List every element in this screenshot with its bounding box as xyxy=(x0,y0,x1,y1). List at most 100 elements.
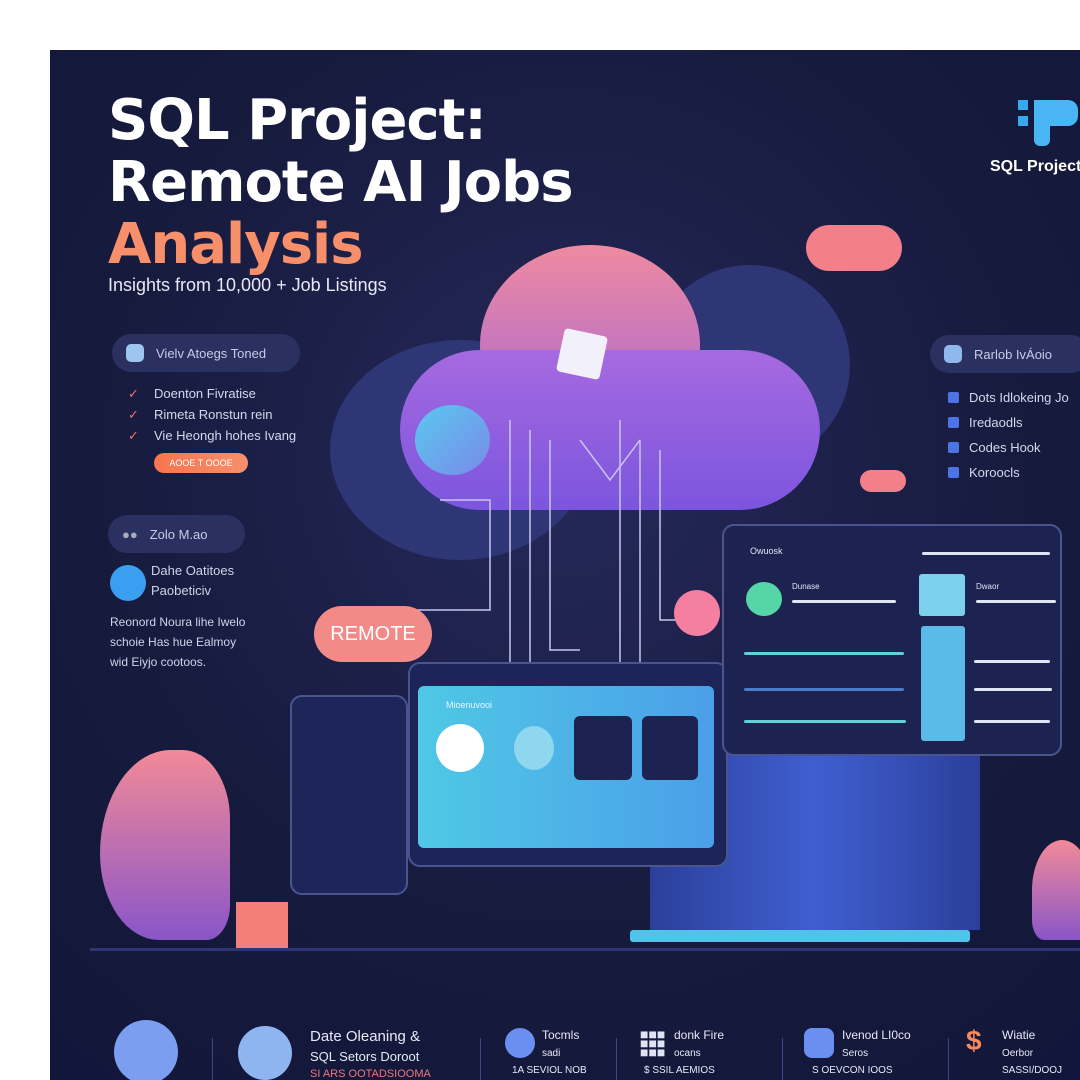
floor-line xyxy=(90,948,1080,951)
right-dashboard[interactable]: Owuosk Dunase Dwaor xyxy=(722,524,1062,756)
side-card xyxy=(921,626,965,741)
chart-card xyxy=(574,716,632,780)
plant-illustration xyxy=(100,750,230,940)
list-item-label: Rimeta Ronstun rein xyxy=(154,407,273,422)
footer-title: donk Fire xyxy=(674,1028,725,1042)
poster: SQL Project: Remote AI Jobs Analysis Ins… xyxy=(50,50,1080,1080)
footer-title: Wiatie xyxy=(1002,1028,1036,1042)
logo-label: SQL Project xyxy=(990,158,1080,175)
divider xyxy=(480,1038,481,1080)
search-bar xyxy=(922,552,1050,555)
feature-line: Dahe Oatitoes xyxy=(151,563,235,578)
list-item: ✓Doenton Fivratise xyxy=(128,383,296,404)
title-line-2: Remote AI Jobs xyxy=(108,150,574,215)
dots-icon: ●● xyxy=(122,526,138,542)
divider xyxy=(948,1038,949,1080)
divider xyxy=(616,1038,617,1080)
bar xyxy=(744,688,904,691)
card-label: Dunase xyxy=(792,582,820,591)
page-title: SQL Project: Remote AI Jobs Analysis xyxy=(108,88,574,277)
side-screen xyxy=(290,695,408,895)
avatar xyxy=(514,726,554,770)
chart-icon xyxy=(126,344,144,362)
bar xyxy=(974,660,1050,663)
box xyxy=(236,902,288,948)
footer-title: Tocmls xyxy=(542,1028,580,1042)
checklist: ✓Doenton Fivratise ✓Rimeta Ronstun rein … xyxy=(128,383,296,446)
footer-sub: Seros xyxy=(842,1048,869,1059)
chart-card xyxy=(642,716,698,780)
dashboard-title: Mioenuvooi xyxy=(446,700,493,710)
grid-icon: ■■■■■■■■■ xyxy=(640,1026,666,1060)
footer-title: Date Oleaning & xyxy=(310,1028,421,1045)
footer-title: Ivenod LI0co xyxy=(842,1028,911,1042)
footer-item: Date Oleaning & SQL Setors Doroot SI ARS O… xyxy=(310,1028,431,1080)
dollar-icon: $ xyxy=(966,1025,982,1056)
square-icon xyxy=(948,392,959,403)
footer-extra: $ SSIL AEMIOS xyxy=(644,1065,715,1076)
bar xyxy=(974,688,1052,691)
list-item-label: Iredaodls xyxy=(969,415,1023,430)
footer-extra: S OEVCON IOOS xyxy=(812,1065,893,1076)
title-line-1: SQL Project: xyxy=(108,88,487,153)
footer-sub: Oerbor xyxy=(1002,1048,1034,1059)
list-item: Koroocls xyxy=(948,460,1069,485)
center-dashboard[interactable]: Mioenuvooi xyxy=(408,662,728,867)
database-icon xyxy=(238,1026,292,1080)
pill-trends[interactable]: Vielv Atoegs Toned xyxy=(112,334,300,372)
puzzle-icon xyxy=(110,565,146,601)
card-image xyxy=(919,574,965,616)
check-icon: ✓ xyxy=(128,406,139,422)
list-item-label: Vie Heongh hohes Ivang xyxy=(154,428,297,443)
leaf-icon xyxy=(746,582,782,616)
chart-icon xyxy=(944,345,962,363)
pill-label: Zolo M.ao xyxy=(149,526,208,542)
title-line-3: Analysis xyxy=(108,212,364,277)
divider xyxy=(212,1038,213,1080)
footer-extra: 1A SEVIOL NOB xyxy=(512,1065,587,1076)
cube-icon xyxy=(555,327,609,381)
pill-map[interactable]: ●● Zolo M.ao xyxy=(108,515,245,553)
list-item-label: Doenton Fivratise xyxy=(154,386,256,401)
pill-label: Vielv Atoegs Toned xyxy=(156,345,267,361)
shield-icon xyxy=(804,1028,834,1058)
divider xyxy=(782,1038,783,1080)
logo-icon xyxy=(1018,100,1078,150)
cta-button[interactable]: AOOE T OOOE xyxy=(154,453,248,473)
bar xyxy=(744,652,904,655)
bubble-icon xyxy=(415,405,490,475)
subtitle: Insights from 10,000 + Job Listings xyxy=(108,275,387,295)
right-list: Dots Idlokeing Jo Iredaodls Codes Hook K… xyxy=(948,385,1069,485)
list-item: Iredaodls xyxy=(948,410,1069,435)
list-item: Dots Idlokeing Jo xyxy=(948,385,1069,410)
bar xyxy=(792,600,896,603)
footer-extra: SI ARS OOTADSIOOMA xyxy=(310,1068,431,1080)
bar xyxy=(744,720,906,723)
footer-extra: SASSI/DOOJ xyxy=(1002,1065,1063,1076)
pill-remote[interactable]: Rarlob IvÁoio xyxy=(930,335,1080,373)
footer-sub: sadi xyxy=(542,1048,561,1059)
footer-sub: ocans xyxy=(674,1048,701,1059)
paragraph-line: Reonord Noura lihe Iwelo xyxy=(110,615,246,629)
list-item: ✓ Rimeta Ronstun rein xyxy=(128,404,296,425)
cube-icon xyxy=(505,1028,535,1058)
circuit-lines xyxy=(380,420,710,710)
small-cloud xyxy=(806,225,902,271)
plant-illustration xyxy=(1032,840,1080,940)
list-item: ✓Vie Heongh hohes Ivang xyxy=(128,425,296,446)
dashboard-body: Mioenuvooi xyxy=(418,686,714,848)
paragraph-line: wid Eiyjo cootoos. xyxy=(110,655,207,669)
list-item-label: Codes Hook xyxy=(969,440,1041,455)
avatar xyxy=(436,724,484,772)
bar xyxy=(976,600,1056,603)
card-label: Dwaor xyxy=(976,582,1000,591)
pill-label: Rarlob IvÁoio xyxy=(974,346,1053,362)
small-cloud xyxy=(860,470,906,492)
footer-logo-icon xyxy=(114,1020,178,1080)
square-icon xyxy=(948,442,959,453)
footer-sub: SQL Setors Doroot xyxy=(310,1049,420,1064)
platform xyxy=(630,930,970,942)
